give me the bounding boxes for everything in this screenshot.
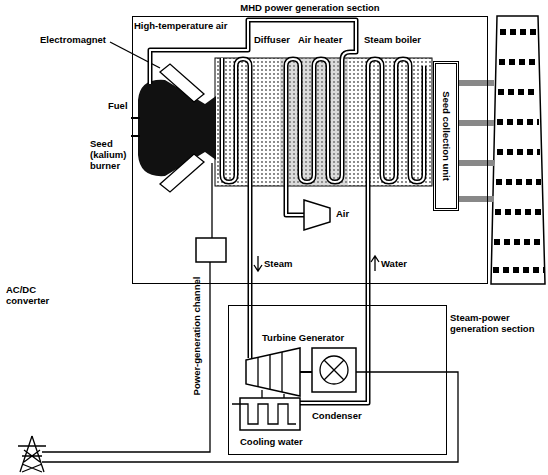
- electromagnet: [160, 64, 204, 102]
- chimney-band: [493, 267, 544, 273]
- boiler-coil: [300, 59, 424, 403]
- shaft: [300, 371, 312, 373]
- chimney-band: [500, 29, 536, 35]
- air-heater-coil: [150, 20, 356, 215]
- chimney-bands: [493, 32, 544, 270]
- pylon-lattice: [18, 436, 46, 472]
- generator-rotor: [320, 356, 348, 384]
- section-box: Steam-power generation section: [228, 305, 447, 455]
- part-label: Turbine Generator: [262, 332, 344, 343]
- diffuser-coil: [222, 58, 250, 358]
- electromagnet: [160, 154, 204, 192]
- node-heading: Steam-power generation section: [450, 312, 544, 334]
- turbine-blades: [258, 352, 282, 392]
- flue-duct: [458, 196, 494, 202]
- part-label: Power-generation channel: [191, 277, 202, 396]
- electrode-lead: [211, 163, 212, 238]
- part-label: Seed (kalium) burner: [90, 138, 138, 171]
- part-label: Air heater: [298, 34, 342, 45]
- section-box: MHD power generation sectionSeed collect…: [132, 16, 488, 284]
- node-heading: MHD power generation section: [133, 2, 487, 13]
- part-label: AC/DC converter: [6, 284, 64, 306]
- part-label: Air: [336, 208, 349, 219]
- chimney: [491, 16, 545, 284]
- flue-duct: [458, 80, 494, 86]
- unit-box: Seed collection unit: [433, 61, 459, 211]
- part-label: Fuel: [108, 100, 128, 111]
- chimney-band: [496, 179, 541, 185]
- part-label: Diffuser: [254, 34, 290, 45]
- steam-arrow: [254, 256, 262, 271]
- exhaust: [262, 390, 284, 398]
- part-label: Steam: [264, 258, 293, 269]
- chimney-band: [497, 119, 539, 125]
- part-label: Cooling water: [240, 436, 303, 447]
- chimney-band: [497, 149, 540, 155]
- condenser: [240, 398, 300, 430]
- boiler-coil: [300, 59, 424, 403]
- part-label: Electromagnet: [40, 34, 106, 45]
- chimney-band: [495, 209, 542, 215]
- converter-box: [196, 238, 226, 262]
- part-label: Condenser: [312, 410, 362, 421]
- generator: [312, 348, 356, 392]
- power-line: [42, 262, 210, 452]
- air-heater-coil: [150, 20, 356, 215]
- air-compressor: [304, 200, 330, 230]
- diffuser-coil: [222, 58, 250, 358]
- turbine: [246, 348, 300, 396]
- chimney-band: [494, 239, 543, 245]
- water-arrow: [371, 256, 379, 271]
- generator-mark: [324, 360, 344, 380]
- chimney-band: [499, 59, 537, 65]
- part-label: Water: [381, 258, 407, 269]
- chimney-band: [498, 89, 538, 95]
- part-label: High-temperature air: [134, 20, 227, 31]
- flue-duct: [458, 160, 494, 166]
- flue-duct: [458, 120, 494, 126]
- node-heading: Seed collection unit: [441, 91, 452, 181]
- part-label: Steam boiler: [364, 34, 421, 45]
- pylon: [18, 436, 46, 472]
- cooling-coil: [232, 404, 296, 424]
